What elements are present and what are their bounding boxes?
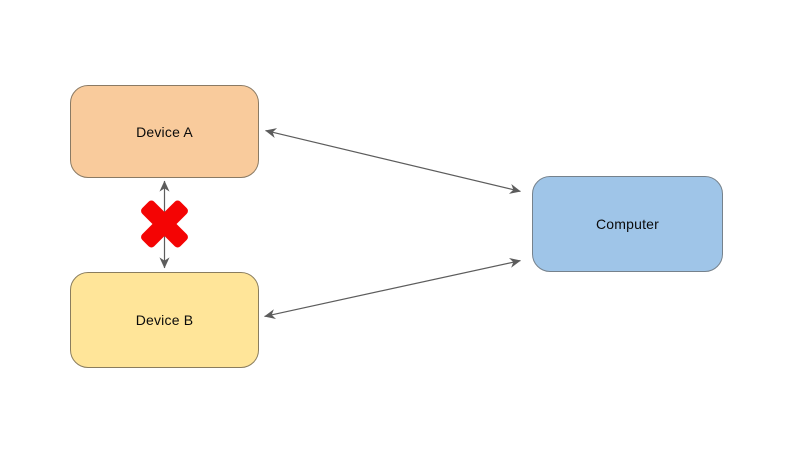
arrow-device-a-computer — [265, 128, 521, 194]
blocked-red-x-icon — [141, 200, 188, 248]
node-device-b-label: Device B — [135, 312, 194, 328]
node-computer[interactable]: Computer — [532, 176, 723, 272]
node-device-a[interactable]: Device A — [70, 85, 259, 178]
node-device-b[interactable]: Device B — [70, 272, 259, 368]
node-device-a-label: Device A — [136, 123, 193, 140]
node-computer-label: Computer — [595, 216, 660, 232]
arrow-device-b-computer — [264, 257, 521, 320]
